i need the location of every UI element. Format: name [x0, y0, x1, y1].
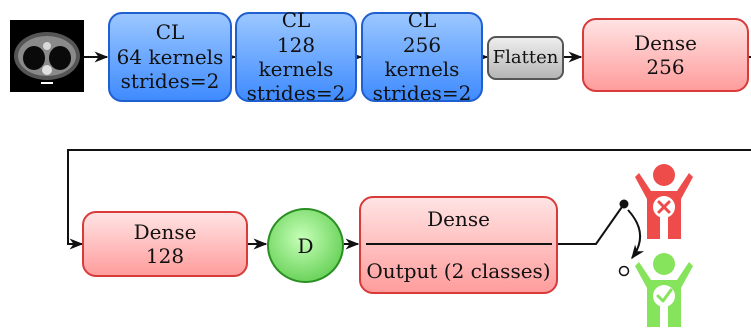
output-divider	[365, 243, 552, 245]
flatten-layer: Flatten	[487, 36, 564, 80]
wrap-line	[67, 149, 751, 250]
dense-128-units: 128	[145, 244, 185, 268]
switch-terminal-dot	[618, 265, 630, 277]
dropout-node: D	[267, 208, 344, 283]
conv-layer-2-title: CL	[281, 8, 311, 33]
output-switch-line	[558, 203, 625, 245]
conv-layer-2: CL 128 kernels strides=2	[235, 8, 357, 106]
conv-layer-2-strides: strides=2	[246, 81, 346, 106]
conv-layer-3-title: CL	[407, 8, 437, 33]
conv-layer-3-kernels: 256 kernels	[384, 32, 460, 81]
conv-layer-1-strides: strides=2	[120, 69, 220, 94]
output-dense-layer: Dense Output (2 classes)	[359, 196, 558, 294]
dense-256-units: 256	[646, 55, 685, 79]
conv-layer-1-title: CL	[155, 20, 185, 45]
flatten-label: Flatten	[492, 47, 559, 69]
conv-layer-1-kernels: 64 kernels	[116, 44, 224, 69]
switch-arc-arrow	[627, 209, 645, 260]
dense-layer-128: Dense 128	[82, 211, 248, 277]
conv-layer-1: CL 64 kernels strides=2	[108, 12, 232, 102]
dense-128-title: Dense	[133, 219, 197, 244]
person-check-icon	[635, 252, 693, 327]
output-subtitle: Output (2 classes)	[366, 259, 551, 283]
conv-layer-2-kernels: 128 kernels	[258, 32, 334, 81]
conv-layer-3-strides: strides=2	[372, 81, 472, 106]
dropout-label: D	[297, 233, 314, 258]
dense-layer-256: Dense 256	[582, 18, 749, 92]
person-cross-icon	[635, 163, 693, 239]
ct-scan-image	[10, 20, 84, 92]
conv-layer-3: CL 256 kernels strides=2	[361, 8, 483, 106]
dense-256-title: Dense	[634, 30, 697, 55]
output-dense-title: Dense	[427, 206, 490, 231]
switch-pivot-dot	[619, 199, 629, 209]
